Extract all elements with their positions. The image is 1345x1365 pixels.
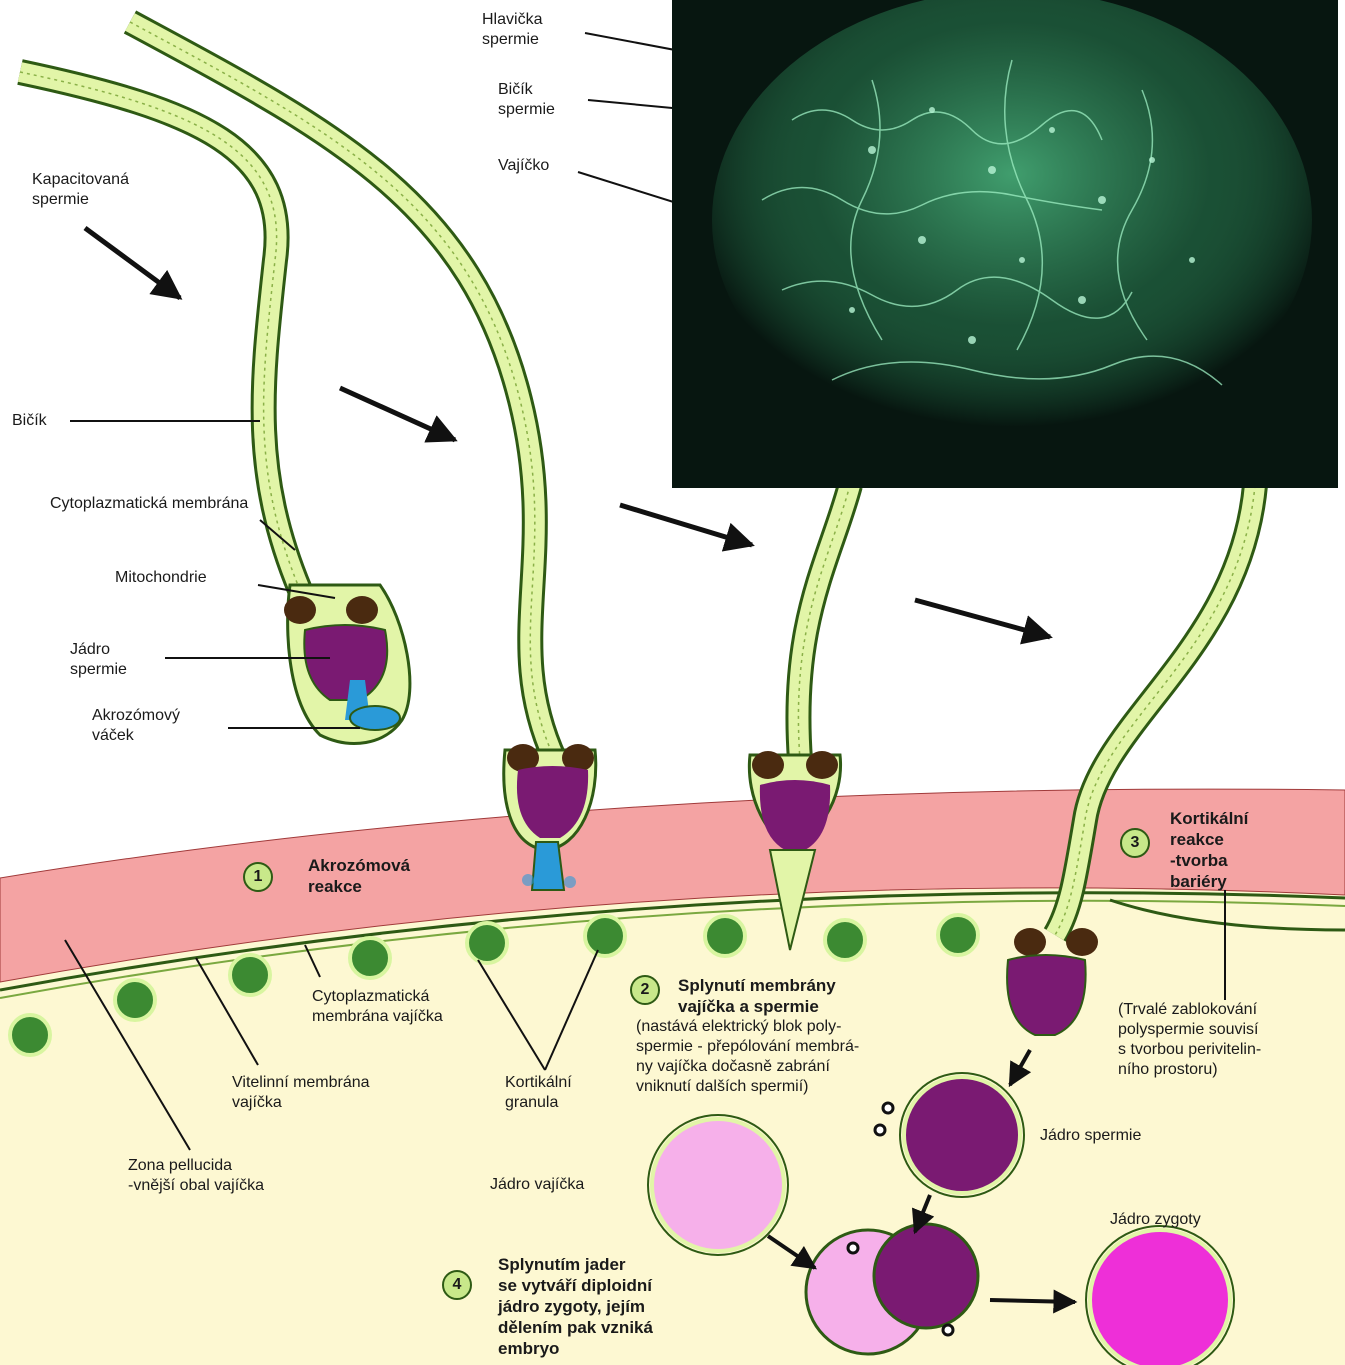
label-zona-pellucida: Zona pellucida-vnější obal vajíčka — [128, 1156, 264, 1196]
zygote-nucleus — [1090, 1230, 1230, 1365]
label-flagellum: Bičík — [12, 411, 47, 431]
micrograph-image — [672, 0, 1338, 488]
sperm-2 — [130, 22, 596, 890]
step-4-badge: 4 — [442, 1270, 472, 1300]
step-1-badge: 1 — [243, 862, 273, 892]
label-mitochondria: Mitochondrie — [115, 568, 207, 588]
step-3-badge: 3 — [1120, 828, 1150, 858]
sperm-nucleus — [904, 1077, 1020, 1193]
label-zygote-nucleus: Jádro zygoty — [1110, 1210, 1201, 1230]
egg-micrograph — [672, 0, 1338, 488]
label-egg-nucleus: Jádro vajíčka — [490, 1175, 584, 1195]
label-cytoplasmic-membrane: Cytoplazmatická membrána — [50, 494, 248, 514]
label-sperm-nucleus: Jádro spermie — [1040, 1126, 1141, 1146]
label-egg: Vajíčko — [498, 156, 549, 176]
step-2-note: (nastává elektrický blok poly-spermie - … — [636, 1017, 859, 1097]
egg-nucleus — [652, 1119, 784, 1251]
step-2-badge: 2 — [630, 975, 660, 1005]
